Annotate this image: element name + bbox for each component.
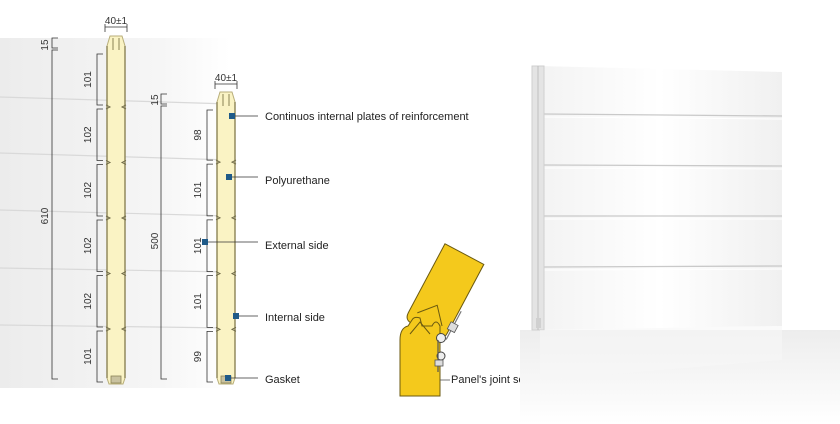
right-foam-body [216, 91, 236, 385]
callout-label: Continuos internal plates of reinforceme… [265, 111, 469, 123]
left-section-dimensions: 101 102 102 102 102 101 [83, 53, 103, 383]
right-width-label: 40±1 [215, 73, 238, 84]
left-top-label: 15 [40, 39, 51, 51]
left-section-bracket [96, 108, 103, 161]
right-section-bracket [206, 109, 213, 161]
left-section-label: 102 [83, 181, 94, 198]
left-section-label: 102 [83, 126, 94, 143]
right-section-label: 98 [193, 129, 204, 141]
square-marker-icon [233, 313, 239, 319]
garage-door-photo [520, 65, 840, 424]
left-section-bracket [96, 219, 103, 272]
left-panel-dimensions: 40±1 15 610 [40, 16, 128, 380]
right-section-label: 99 [193, 351, 204, 363]
joint-section-illustration: Panel's joint section [399, 243, 548, 397]
square-marker-icon [226, 174, 232, 180]
right-section-bracket [206, 330, 213, 383]
square-marker-icon [225, 375, 231, 381]
right-total-height-label: 500 [150, 232, 161, 249]
left-section-bracket [96, 275, 103, 328]
left-section-bracket [96, 53, 103, 106]
right-section-bracket [206, 275, 213, 328]
left-panel-cross-section [105, 35, 127, 385]
left-section-bracket [96, 330, 103, 383]
left-total-height-label: 610 [40, 207, 51, 224]
left-section-label: 102 [83, 292, 94, 309]
right-section-label: 101 [193, 237, 204, 254]
right-panel-cross-section [215, 91, 237, 385]
right-section-label: 101 [193, 181, 204, 198]
left-foam-body [106, 35, 126, 385]
callout-label: Internal side [265, 312, 325, 324]
square-marker-icon [202, 239, 208, 245]
right-top-label: 15 [150, 94, 161, 106]
callout-list: Continuos internal plates of reinforceme… [202, 111, 469, 386]
right-section-label: 101 [193, 293, 204, 310]
callout-label: External side [265, 240, 329, 252]
right-section-dimensions: 98 101 101 101 99 [193, 109, 213, 383]
callout-label: Gasket [265, 374, 300, 386]
right-section-bracket [206, 219, 213, 272]
left-section-bracket [96, 164, 103, 217]
left-section-label: 101 [83, 71, 94, 88]
left-section-label: 102 [83, 237, 94, 254]
left-width-label: 40±1 [105, 16, 128, 27]
callout-label: Polyurethane [265, 175, 330, 187]
right-panel-dimensions: 40±1 15 500 [150, 73, 238, 380]
right-section-bracket [206, 163, 213, 217]
square-marker-icon [229, 113, 235, 119]
left-section-label: 101 [83, 348, 94, 365]
